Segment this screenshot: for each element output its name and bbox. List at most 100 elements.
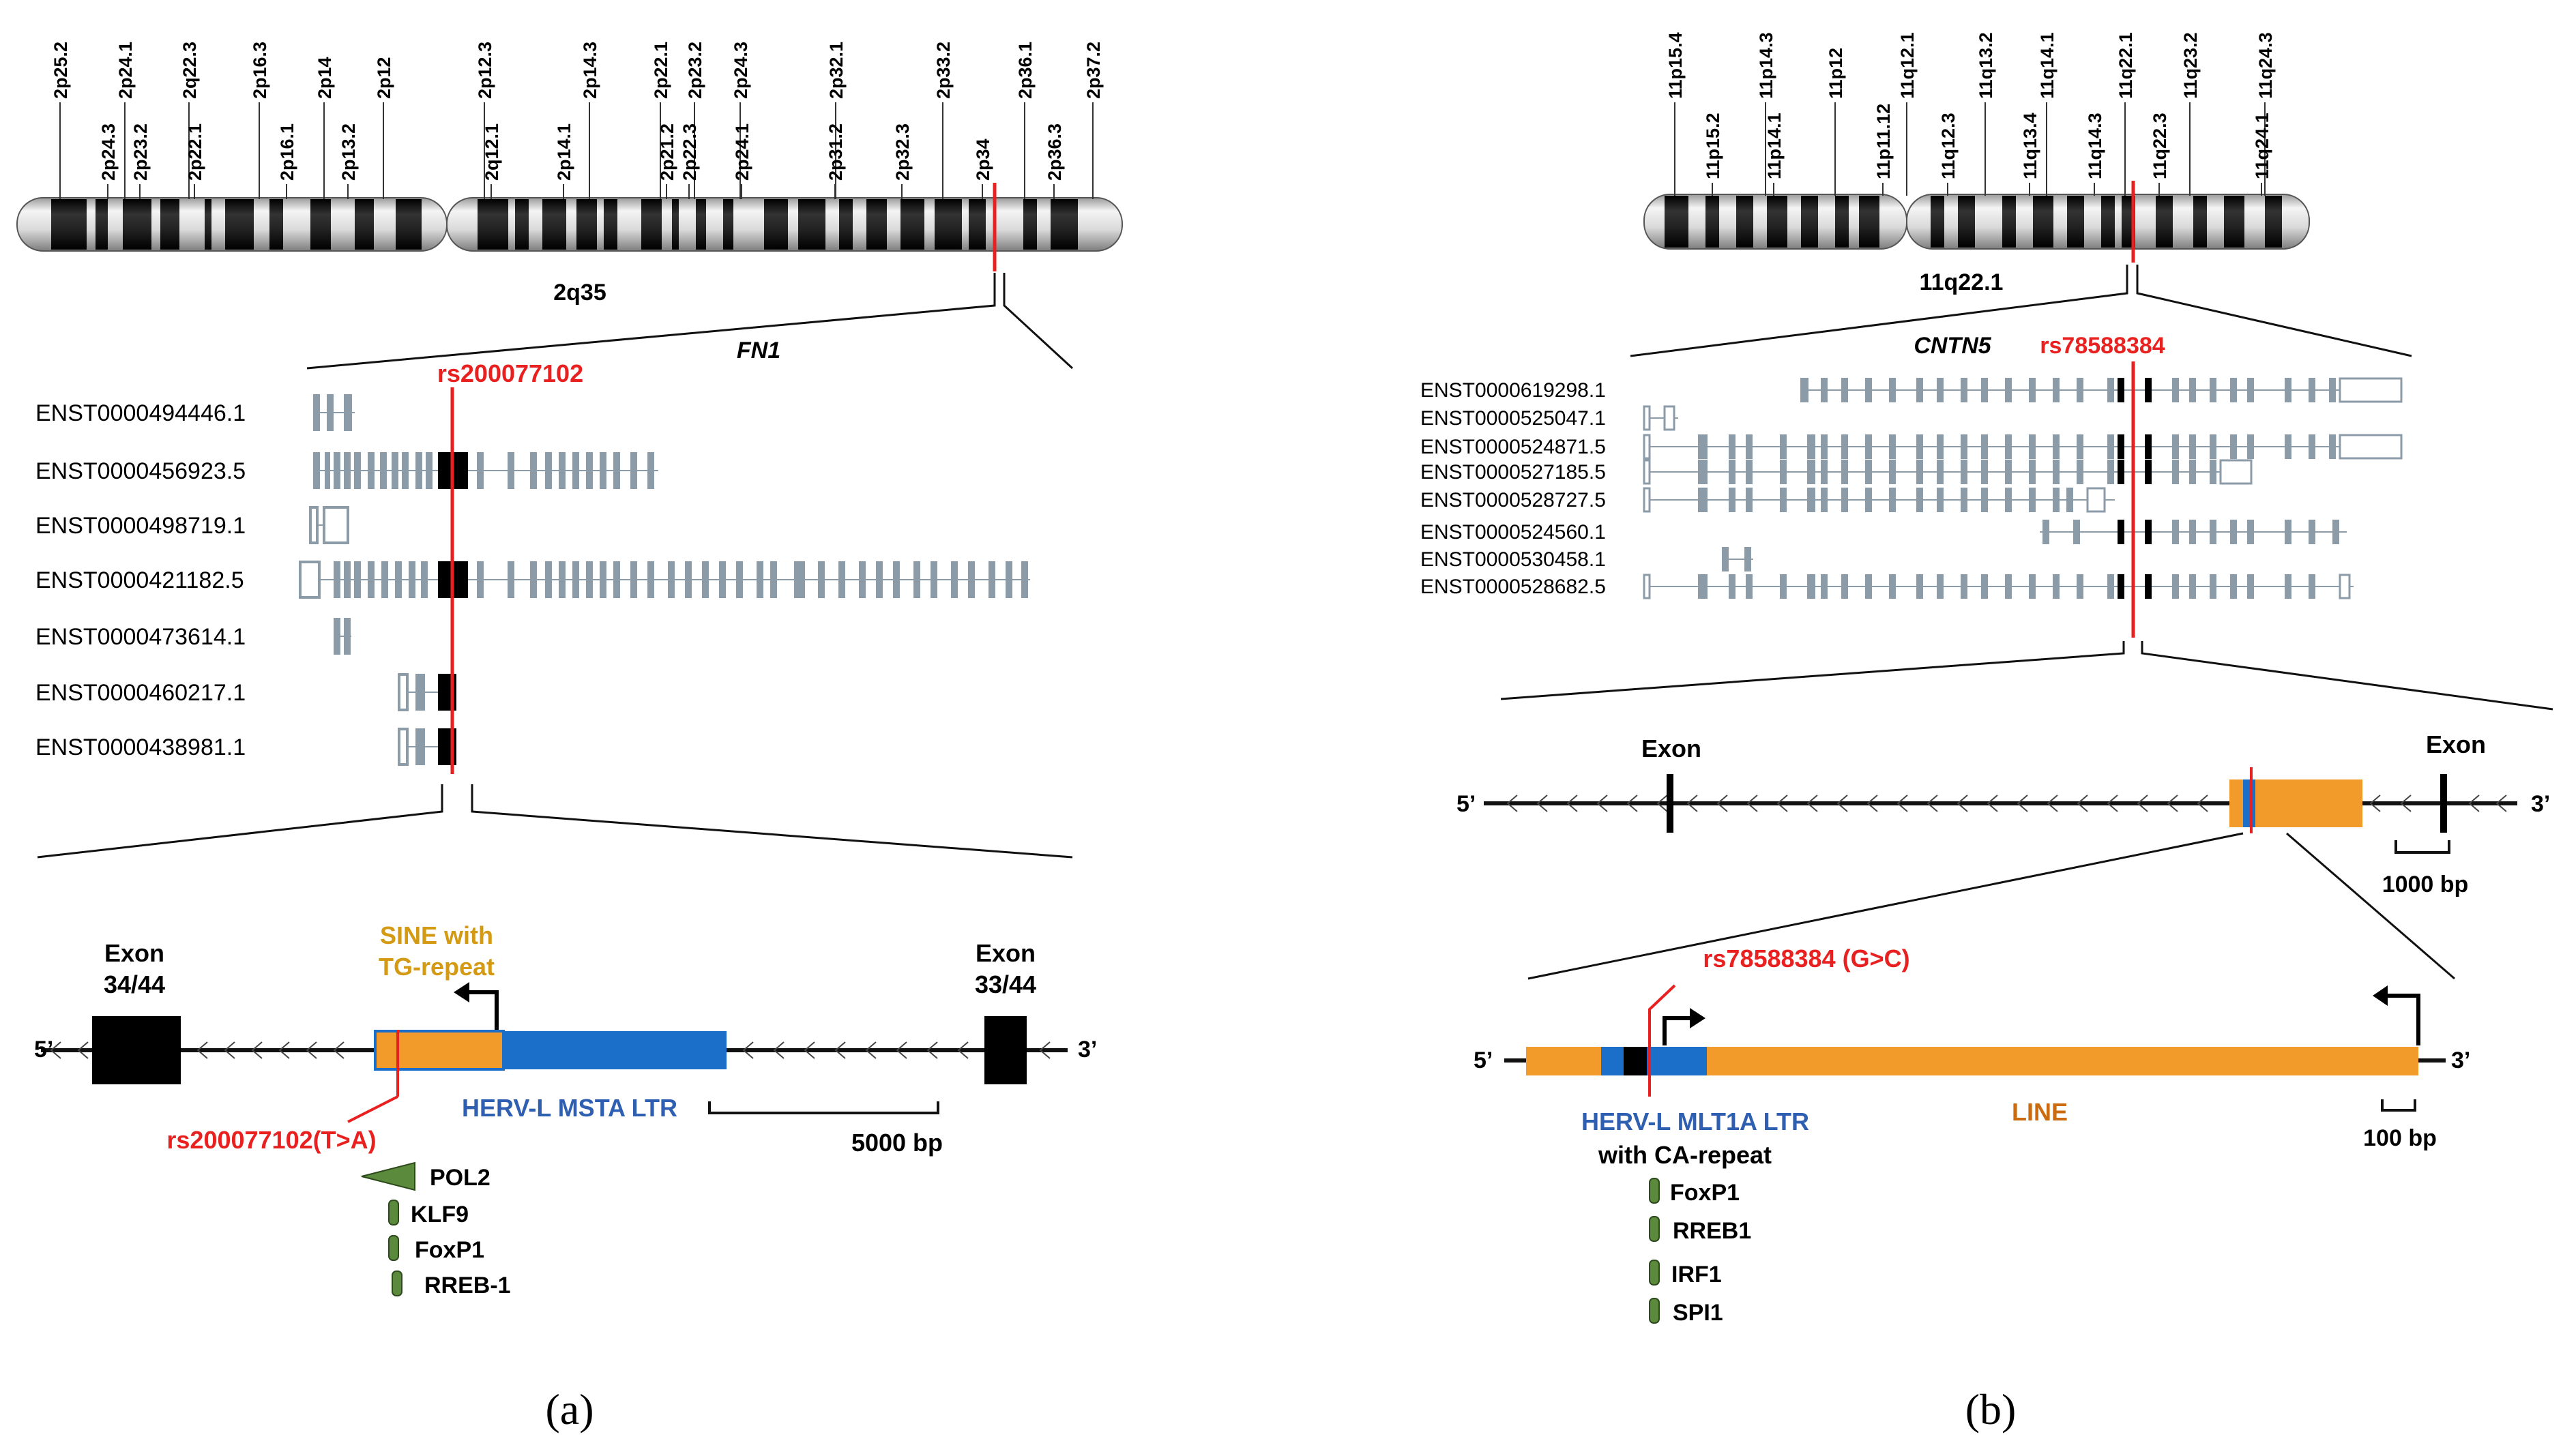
strand-chevron: [2197, 794, 2208, 812]
exon-block: [2053, 434, 2060, 459]
exon-block: [415, 674, 425, 711]
band-label: 11q14.1: [2037, 32, 2057, 99]
exon-block: [2029, 488, 2036, 512]
exon-block: [477, 561, 484, 598]
exon-block: [2042, 520, 2049, 544]
exon-block: [2332, 520, 2339, 544]
exon-block: [323, 506, 349, 544]
exon-block: [1780, 460, 1787, 484]
tfbs-label: FoxP1: [1670, 1180, 1740, 1206]
band-label: 2p32.3: [892, 123, 913, 181]
exon-block: [368, 452, 375, 489]
exon-block: [876, 561, 883, 598]
strand-chevron: [278, 1041, 290, 1059]
exon-block: [415, 452, 422, 489]
exon-right-label-2: 33/44: [975, 970, 1036, 998]
exon-block: [1021, 561, 1028, 598]
exon-block: [2073, 520, 2080, 544]
motif-icon: [392, 1271, 402, 1296]
exon-block: [859, 561, 866, 598]
snp-label: rs78588384: [2040, 333, 2165, 359]
chromosome-11-ideogram: [1643, 194, 2310, 250]
three-prime-label: 3’: [1078, 1037, 1097, 1063]
exon-block: [1961, 434, 1967, 459]
exon-block: [344, 618, 351, 655]
exon-block: [1729, 574, 1735, 599]
exon-block: [1643, 487, 1651, 513]
sine-label-1: SINE with: [380, 921, 493, 949]
exon-block: [2309, 378, 2315, 402]
strand-chevron: [224, 1041, 235, 1059]
band-label: 11p14.1: [1764, 113, 1785, 179]
band-label: 2p33.2: [933, 42, 954, 99]
exon-block: [2329, 378, 2336, 402]
exon-block: [2118, 460, 2124, 484]
zoom-lines: [1527, 832, 2455, 980]
band-label: 11q24.1: [2252, 113, 2272, 179]
exon-block: [1698, 574, 1708, 599]
exon-block: [1889, 574, 1896, 599]
exon-block: [1937, 574, 1944, 599]
exon-block: [1821, 488, 1828, 512]
exon-block: [2247, 574, 2254, 599]
exon-left-label: Exon: [1641, 734, 1701, 762]
motif-icon: [388, 1200, 399, 1225]
exon-block: [2107, 434, 2114, 459]
exon-block: [1746, 434, 1753, 459]
exon-block: [1780, 488, 1787, 512]
exon-box: [1667, 774, 1673, 833]
exon-block: [2309, 520, 2315, 544]
exon-block: [1916, 488, 1923, 512]
exon-block: [1961, 460, 1967, 484]
band-label: 2p23.2: [685, 42, 705, 99]
pol2-triangle-icon: [361, 1161, 415, 1191]
strand-chevron: [804, 1041, 815, 1059]
exon-block: [313, 394, 320, 431]
exon-block: [2077, 434, 2083, 459]
ca-repeat-box: [1624, 1047, 1647, 1075]
exon-block: [572, 452, 579, 489]
five-prime-label: 5’: [1456, 791, 1476, 817]
exon-block: [2219, 459, 2253, 485]
exon-block: [2053, 460, 2060, 484]
exon-block: [1937, 378, 1944, 402]
band-label: 2q22.3: [179, 42, 200, 99]
exon-block: [354, 452, 361, 489]
exon-block: [1698, 434, 1708, 459]
strand-chevron: [742, 1041, 754, 1059]
strand-chevron: [306, 1041, 317, 1059]
exon-block: [354, 561, 361, 598]
transcript-id: ENST0000525047.1: [1420, 407, 1606, 430]
exon-right-label: Exon: [2426, 730, 2486, 758]
exon-block: [1807, 460, 1815, 484]
exon-block: [1841, 488, 1848, 512]
exon-block: [586, 561, 593, 598]
tfbs-label: SPI1: [1673, 1300, 1723, 1326]
panel-label: (b): [1965, 1385, 2017, 1433]
exon-block: [600, 452, 606, 489]
exon-block: [2005, 378, 2012, 402]
band-label: 2p37.2: [1083, 42, 1104, 99]
exon-block: [2077, 574, 2083, 599]
exon-block: [2285, 434, 2291, 459]
strand-chevron: [1656, 794, 1668, 812]
exon-block: [2172, 460, 2179, 484]
exon-block: [1981, 378, 1988, 402]
exon-block: [1937, 488, 1944, 512]
motif-icon: [1649, 1216, 1660, 1242]
exon-block: [2189, 574, 2196, 599]
exon-block: [613, 452, 620, 489]
exon-block: [1889, 378, 1896, 402]
exon-block: [1961, 378, 1967, 402]
strand-chevron: [1686, 794, 1698, 812]
tfbs-label: POL2: [430, 1165, 490, 1191]
exon-block: [1643, 405, 1651, 431]
ltr-box: [1601, 1047, 1707, 1075]
exon-block: [415, 728, 425, 765]
band-label: 2p34: [973, 138, 993, 181]
exon-block: [409, 561, 415, 598]
tss-arrow-head: [1690, 1008, 1705, 1028]
tss-arrow: [464, 990, 499, 1030]
scale-bar: [708, 1101, 939, 1114]
motif-icon: [1649, 1298, 1660, 1324]
